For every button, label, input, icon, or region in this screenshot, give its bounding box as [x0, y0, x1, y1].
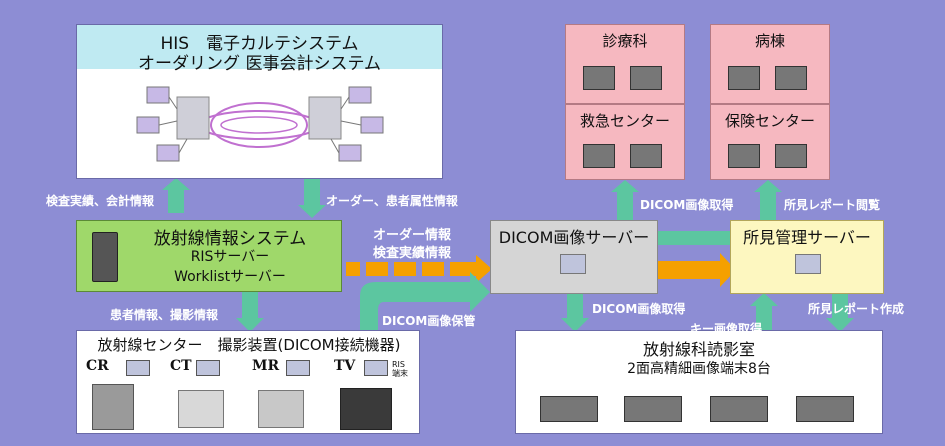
arrow-dicom-to-reading [561, 293, 589, 332]
his-title-line2: オーダリング 医事会計システム [138, 54, 381, 74]
tv-device-icon [340, 388, 392, 430]
worklist-server-label: Worklistサーバー [174, 269, 286, 285]
modality-mr-label: MR [252, 358, 280, 374]
laptop-icon [364, 360, 388, 376]
his-system-box: HIS 電子カルテシステム オーダリング 医事会計システム [76, 24, 443, 179]
reading-room-title: 放射線科読影室 [642, 340, 755, 359]
viewer-icon [583, 66, 615, 90]
arrow-ris-to-modality [236, 290, 264, 332]
workstation-icon [796, 396, 854, 422]
viewer-icon [583, 144, 615, 168]
dept-emergency-label: 救急センター [579, 112, 670, 130]
ris-terminal-label: RIS 端末 [392, 360, 408, 378]
findings-workstation-icon [795, 254, 821, 274]
arrow-dicom-to-findings [658, 253, 736, 287]
arrow-order-info [346, 255, 492, 283]
laptop-icon [126, 360, 150, 376]
viewer-icon [630, 144, 662, 168]
dept-ward-box [710, 24, 830, 104]
arrow-report-create [826, 293, 854, 332]
ct-device-icon [178, 390, 224, 428]
label-dicom-get-bottom: DICOM画像取得 [592, 302, 686, 316]
label-report-view: 所見レポート閲覧 [784, 198, 881, 212]
modality-cr-label: CR [86, 358, 109, 374]
dicom-server-title: DICOM画像サーバー [498, 228, 650, 247]
viewer-icon [775, 66, 807, 90]
laptop-icon [196, 360, 220, 376]
label-key-image: キー画像取得 [690, 322, 763, 336]
ris-system-box [76, 220, 342, 292]
arrow-key-image [750, 293, 778, 330]
label-exam-info: 検査実績情報 [373, 246, 452, 261]
his-network-illustration [136, 86, 384, 162]
modality-center-title: 放射線センター 撮影装置(DICOM接続機器) [97, 336, 401, 354]
findings-server-title: 所見管理サーバー [743, 228, 871, 247]
viewer-icon [775, 144, 807, 168]
ris-title: 放射線情報システム [153, 229, 307, 249]
his-header [77, 25, 442, 69]
dept-health-label: 保険センター [724, 112, 815, 130]
laptop-icon [286, 360, 310, 376]
label-dicom-store: DICOM画像保管 [382, 314, 476, 328]
label-patient-info: 患者情報、撮影情報 [110, 308, 219, 322]
label-dicom-get-top: DICOM画像取得 [640, 198, 734, 212]
workstation-icon [710, 396, 768, 422]
workstation-icon [540, 396, 598, 422]
his-title-line1: HIS 電子カルテシステム [160, 34, 359, 54]
arrow-findings-to-depts [754, 180, 782, 221]
reading-room-subtitle: 2面高精細画像端末8台 [627, 361, 771, 377]
viewer-icon [728, 144, 760, 168]
link-dicom-findings [658, 231, 730, 245]
workstation-icon [624, 396, 682, 422]
ris-server-icon [92, 232, 118, 282]
arrow-dicom-store [360, 272, 490, 330]
arrow-his-to-ris [298, 178, 326, 218]
viewer-icon [728, 66, 760, 90]
ris-server-label: RISサーバー [190, 249, 270, 265]
arrow-ris-to-his [162, 178, 190, 213]
viewer-icon [630, 66, 662, 90]
label-report-create: 所見レポート作成 [808, 302, 905, 316]
arrow-dicom-to-depts [611, 180, 639, 221]
modality-tv-label: TV [334, 358, 356, 374]
dept-clinic-box [565, 24, 685, 104]
cr-device-icon [92, 384, 134, 430]
dept-clinic-label: 診療科 [602, 32, 648, 50]
dicom-workstation-icon [560, 254, 586, 274]
mr-device-icon [258, 390, 304, 428]
label-orders: オーダー、患者属性情報 [326, 194, 458, 208]
modality-ct-label: CT [170, 358, 192, 374]
label-exam-results: 検査実績、会計情報 [46, 194, 155, 208]
dept-ward-label: 病棟 [754, 32, 785, 50]
label-order-info: オーダー情報 [373, 228, 452, 243]
